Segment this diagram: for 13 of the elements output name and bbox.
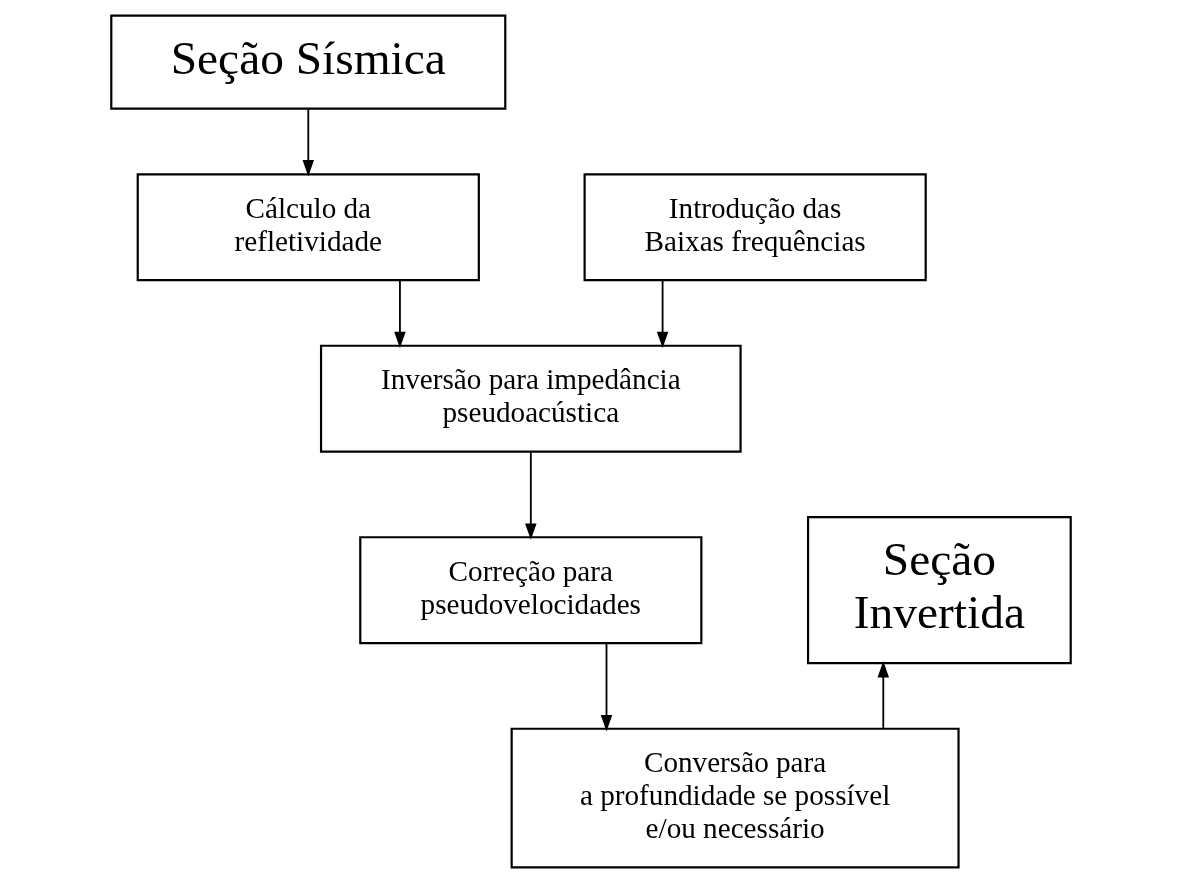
arrow: [656, 279, 669, 349]
node-box: Introdução das Baixas frequências: [583, 173, 927, 282]
arrow: [877, 660, 890, 730]
node-box: Correção para pseudovelocidades: [359, 536, 703, 645]
arrow: [600, 642, 613, 732]
node-box: Seção Invertida: [806, 516, 1072, 665]
node-box: Seção Sísmica: [110, 14, 507, 110]
node-box: Conversão para a profundidade se possível e/ou necessário: [510, 727, 960, 869]
arrow: [394, 279, 406, 349]
arrow: [302, 108, 315, 177]
node-box: Inversão para impedância pseudoacústica: [319, 344, 742, 453]
arrow: [525, 451, 537, 540]
node-box: Cálculo da refletividade: [136, 173, 480, 282]
